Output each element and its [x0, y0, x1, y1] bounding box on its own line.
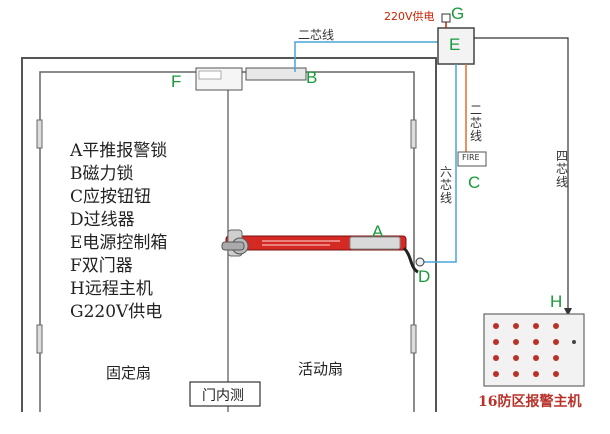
hinge-right-bottom [410, 324, 417, 354]
wire-transfer-d-plate [415, 257, 425, 267]
legend-item-c: C应按钮钮 [70, 187, 152, 207]
letter-e: E [449, 35, 461, 54]
exit-button-c [457, 151, 487, 167]
letter-f: F [171, 72, 182, 91]
letter-g: G [451, 4, 465, 23]
inner-side-box [189, 381, 261, 407]
legend-item-e: E电源控制箱 [70, 233, 168, 253]
wire-label-six-core: 六芯线 [440, 165, 453, 205]
hinge-right-top [410, 119, 417, 149]
wire-four-core-e-to-h [474, 37, 569, 314]
legend-item-g: G220V供电 [70, 302, 163, 322]
alarm-host-label: 16防区报警主机 [478, 394, 582, 410]
letter-h: H [550, 292, 563, 311]
letter-c: C [468, 173, 481, 192]
legend-item-h: H远程主机 [70, 279, 153, 299]
letter-d: D [418, 267, 431, 286]
fixed-leaf-label: 固定扇 [106, 364, 152, 382]
door-frame-outer [21, 57, 437, 412]
letter-b: B [306, 68, 318, 87]
wire-label-two-core-top: 二芯线 [298, 28, 335, 42]
magnetic-lock-b [245, 67, 307, 81]
legend-item-d: D过线器 [70, 210, 135, 230]
door-handle-grip [221, 241, 245, 251]
legend-item-b: B磁力锁 [70, 164, 134, 184]
inner-side-label: 门内测 [202, 388, 244, 404]
wire-transfer-d [402, 246, 419, 274]
letter-a: A [372, 222, 384, 241]
fire-button-text: FIRE [462, 153, 480, 162]
wire-six-core-e-to-d [422, 64, 457, 263]
power-control-box-e [437, 27, 475, 65]
component-legend: A平推报警锁 B磁力锁 C应按钮钮 D过线器 E电源控制箱 F双门器 H远程主机… [70, 140, 220, 324]
hinge-left-bottom [36, 324, 43, 354]
power-supply-label: 220V供电 [384, 10, 435, 23]
push-bar-end-cap [349, 236, 401, 250]
arrow-to-h [564, 308, 572, 316]
wire-label-two-core-side: 二芯线 [470, 103, 483, 143]
wire-two-core-b-to-e [294, 41, 438, 72]
power-connector-g [441, 13, 451, 23]
hinge-left-top [36, 119, 43, 149]
active-leaf-label: 活动扇 [298, 360, 344, 378]
wire-label-four-core: 四芯线 [556, 149, 569, 189]
legend-item-a: A平推报警锁 [70, 141, 168, 161]
coordinator-label-plate [198, 70, 222, 80]
legend-item-f: F双门器 [70, 256, 133, 276]
alarm-host-indicators [493, 323, 576, 377]
